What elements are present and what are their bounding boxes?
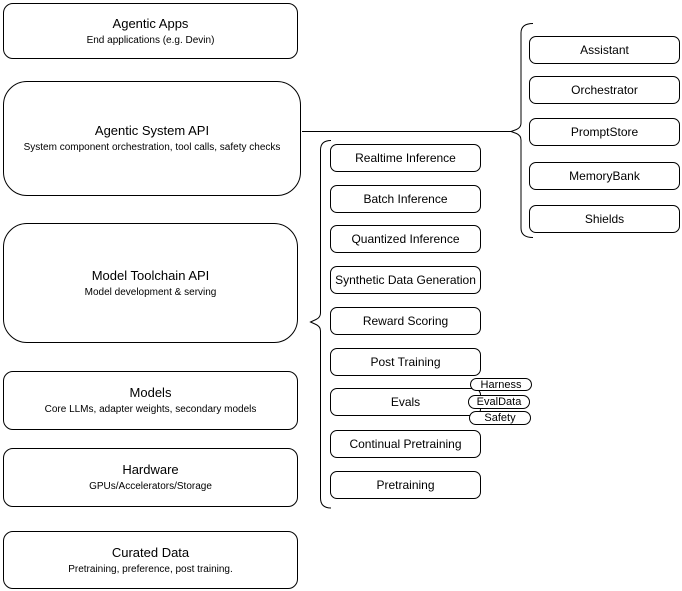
- layer-subtitle: Pretraining, preference, post training.: [68, 563, 233, 575]
- system-component-assistant: Assistant: [529, 36, 680, 64]
- toolchain-component-evals: Evals: [330, 388, 481, 416]
- toolchain-component-reward-scoring: Reward Scoring: [330, 307, 481, 335]
- layer-title: Hardware: [122, 462, 179, 477]
- component-label: Reward Scoring: [362, 314, 449, 328]
- layer-model-toolchain-api: Model Toolchain API Model development & …: [3, 223, 298, 343]
- layer-models: Models Core LLMs, adapter weights, secon…: [3, 371, 298, 430]
- toolchain-group-bracket: [309, 140, 332, 509]
- component-label: Continual Pretraining: [349, 437, 462, 451]
- layer-subtitle: GPUs/Accelerators/Storage: [89, 481, 212, 492]
- system-component-shields: Shields: [529, 205, 680, 233]
- component-label: Assistant: [580, 43, 629, 57]
- component-label: Batch Inference: [363, 192, 448, 206]
- layer-subtitle: End applications (e.g. Devin): [86, 34, 215, 46]
- layer-subtitle: Core LLMs, adapter weights, secondary mo…: [44, 404, 257, 415]
- component-label: Synthetic Data Generation: [335, 273, 476, 287]
- layer-title: Model Toolchain API: [91, 267, 210, 283]
- layer-title: Models: [129, 385, 172, 400]
- evals-tag-safety: Safety: [469, 411, 531, 425]
- component-label: Quantized Inference: [351, 232, 460, 246]
- toolchain-component-quantized-inference: Quantized Inference: [330, 225, 481, 253]
- layer-curated-data: Curated Data Pretraining, preference, po…: [3, 531, 298, 589]
- tag-label: EvalData: [476, 396, 522, 408]
- toolchain-component-post-training: Post Training: [330, 348, 481, 376]
- component-label: Shields: [584, 212, 625, 226]
- component-label: Post Training: [370, 355, 441, 369]
- layer-agentic-system-api: Agentic System API System component orch…: [3, 81, 301, 196]
- toolchain-component-continual-pretraining: Continual Pretraining: [330, 430, 481, 458]
- component-label: Orchestrator: [571, 83, 638, 97]
- system-component-memorybank: MemoryBank: [529, 162, 680, 190]
- layer-title: Agentic System API: [94, 123, 210, 138]
- component-label: PromptStore: [570, 125, 639, 139]
- evals-tag-harness: Harness: [470, 378, 532, 391]
- layer-title: Curated Data: [111, 544, 190, 560]
- toolchain-component-synthetic-data-generation: Synthetic Data Generation: [330, 266, 481, 294]
- layer-title: Agentic Apps: [112, 15, 189, 31]
- system-component-orchestrator: Orchestrator: [529, 76, 680, 104]
- component-label: Realtime Inference: [355, 151, 456, 165]
- layer-agentic-apps: Agentic Apps End applications (e.g. Devi…: [3, 3, 298, 59]
- toolchain-component-pretraining: Pretraining: [330, 471, 481, 499]
- toolchain-component-realtime-inference: Realtime Inference: [330, 144, 481, 172]
- system-component-promptstore: PromptStore: [529, 118, 680, 146]
- component-label: Evals: [390, 395, 421, 409]
- tag-label: Safety: [484, 412, 516, 424]
- layer-hardware: Hardware GPUs/Accelerators/Storage: [3, 448, 298, 507]
- layer-subtitle: Model development & serving: [84, 286, 217, 298]
- component-label: MemoryBank: [569, 169, 640, 183]
- evals-tag-evaldata: EvalData: [468, 395, 530, 409]
- component-label: Pretraining: [376, 478, 435, 492]
- layer-subtitle: System component orchestration, tool cal…: [23, 142, 281, 153]
- toolchain-component-batch-inference: Batch Inference: [330, 185, 481, 213]
- tag-label: Harness: [480, 378, 522, 391]
